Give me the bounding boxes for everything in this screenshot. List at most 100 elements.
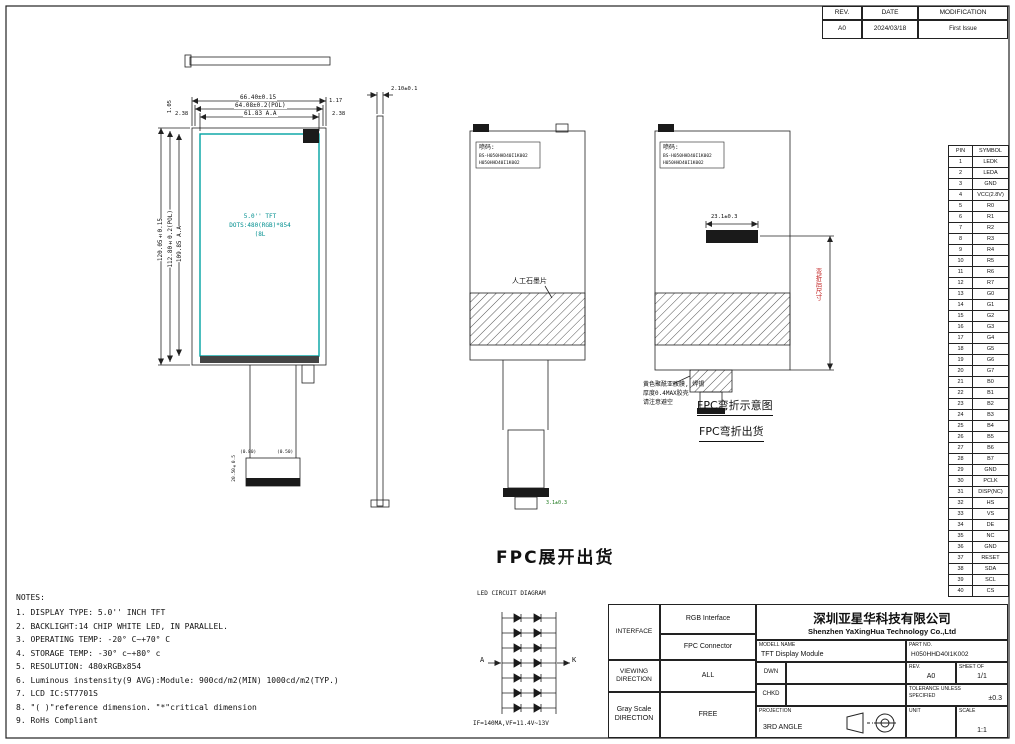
fold-note: 黄色聚酰亚胺膜, 焊锡 厚度0.4MAX胶壳 请注意避空 — [643, 380, 704, 407]
rev-cell: REV. A0 — [906, 662, 956, 684]
gray-scale-label-cell: Gray Scale DIRECTION — [608, 692, 660, 738]
gray-scale-value-cell: FREE — [660, 692, 756, 738]
dim-thickness: 2.10±0.1 — [391, 86, 418, 92]
fold-caption-1: FPC弯折示意图 — [697, 397, 773, 416]
screen-line2: DOTS:480(RGB)*854 — [229, 222, 291, 229]
dim-tail-b: (0.50) — [277, 450, 294, 455]
interface-row2-cell: FPC Connector — [660, 634, 756, 660]
screen-line3: (8L — [254, 231, 266, 238]
interface-label-cell: INTERFACE — [608, 604, 660, 660]
spray-code-label-1: 喷码: — [479, 144, 495, 151]
tolerance-label-1: TOLERANCE UNLESS — [909, 686, 961, 692]
date-header-cell: DATE — [862, 6, 918, 20]
note-item: 4. STORAGE TEMP: -30° c~+80° c — [16, 648, 161, 658]
pin-table-header-row: PIN SYMBOL — [948, 145, 1009, 157]
rev-value: A0 — [838, 25, 846, 33]
modification-header-cell: MODIFICATION — [918, 6, 1008, 20]
dim-height-aa: 109.85 A.A — [175, 226, 184, 263]
dim-width-outer: 66.40±0.15 — [239, 94, 278, 101]
dim-green: 3.1±0.3 — [546, 500, 568, 506]
chkd-label: CHKD — [762, 691, 780, 698]
chkd-label-cell: CHKD — [756, 684, 786, 706]
note-item: 9. RoHs Compliant — [16, 716, 98, 725]
scale-label: SCALE — [959, 708, 976, 714]
note-item: 3. OPERATING TEMP: -20° C~+70° C — [16, 635, 171, 644]
gray-scale-label: Gray Scale DIRECTION — [614, 706, 654, 722]
dwn-label-cell: DWN — [756, 662, 786, 684]
rev-value-tb: A0 — [926, 673, 936, 680]
fold-red-note: 弯折后尺寸 — [814, 268, 822, 301]
dwn-value-cell — [786, 662, 906, 684]
interface-row1: RGB Interface — [685, 614, 731, 622]
dim-right-1: 1.17 — [329, 98, 343, 104]
model-name-label: MODELL NAME — [759, 642, 796, 648]
spray-code-line2-1: H050HHD40I1K002 — [479, 161, 520, 166]
screen-line1: 5.0'' TFT — [243, 213, 277, 220]
note-item: 2. BACKLIGHT:14 CHIP WHITE LED, IN PARAL… — [16, 621, 228, 631]
rev-header-cell: REV. — [822, 6, 862, 20]
sheet-cell: SHEET OF 1/1 — [956, 662, 1008, 684]
spray-code-line2-2: H050HHD40I1K002 — [663, 161, 704, 166]
rev-value-cell: A0 — [822, 20, 862, 39]
tolerance-value: ±0.3 — [988, 695, 1002, 702]
dim-fold-top: 23.1±0.3 — [710, 214, 739, 220]
note-item: 6. Luminous instensity(9 AVG):Module: 90… — [16, 675, 339, 685]
sheet-value: 1/1 — [977, 673, 987, 680]
spray-code-label-2: 喷码: — [663, 144, 679, 151]
spray-code-line1-2: BS-H050HHD40I1K002 — [663, 154, 712, 159]
modification-header: MODIFICATION — [939, 8, 987, 16]
graphite-label: 人工石墨片 — [512, 277, 547, 285]
dim-tail-a: (0.80) — [240, 450, 257, 455]
third-angle-symbol-icon — [846, 712, 896, 734]
notes-list: 1. DISPLAY TYPE: 5.0'' INCH TFT 2. BACKLI… — [16, 606, 456, 728]
company-name-cn: 深圳亚星华科技有限公司 — [813, 611, 951, 626]
dwn-label: DWN — [763, 669, 779, 676]
dim-width-aa: 61.83 A.A — [243, 110, 278, 117]
part-no-label: PART NO. — [909, 642, 933, 648]
note-item: 1. DISPLAY TYPE: 5.0'' INCH TFT — [16, 608, 166, 617]
screen-label: 5.0'' TFT DOTS:480(RGB)*854 (8L — [214, 212, 306, 239]
fold-note-line3: 请注意避空 — [643, 399, 674, 406]
fpc-flat-caption: FPC展开出货 — [496, 548, 615, 568]
note-item: 7. LCD IC:ST7701S — [16, 689, 98, 698]
unit-label: UNIT — [909, 708, 921, 714]
dim-right-2: 2.38 — [332, 111, 346, 117]
led-caption: IF=140MA,VF=11.4V~13V — [473, 720, 549, 727]
model-name-value: TFT Display Module — [761, 651, 824, 658]
viewing-direction-value: ALL — [701, 671, 715, 679]
projection-label: PROJECTION — [759, 708, 792, 714]
projection-value: 3RD ANGLE — [763, 724, 803, 731]
fold-caption-2: FPC弯折出货 — [699, 423, 764, 442]
gray-scale-value: FREE — [698, 710, 718, 718]
chkd-value-cell — [786, 684, 906, 706]
fold-note-line1: 黄色聚酰亚胺膜, 焊锡 — [643, 381, 705, 388]
date-value-cell: 2024/03/18 — [862, 20, 918, 39]
led-diagram-title: LED CIRCUIT DIAGRAM — [477, 590, 546, 597]
